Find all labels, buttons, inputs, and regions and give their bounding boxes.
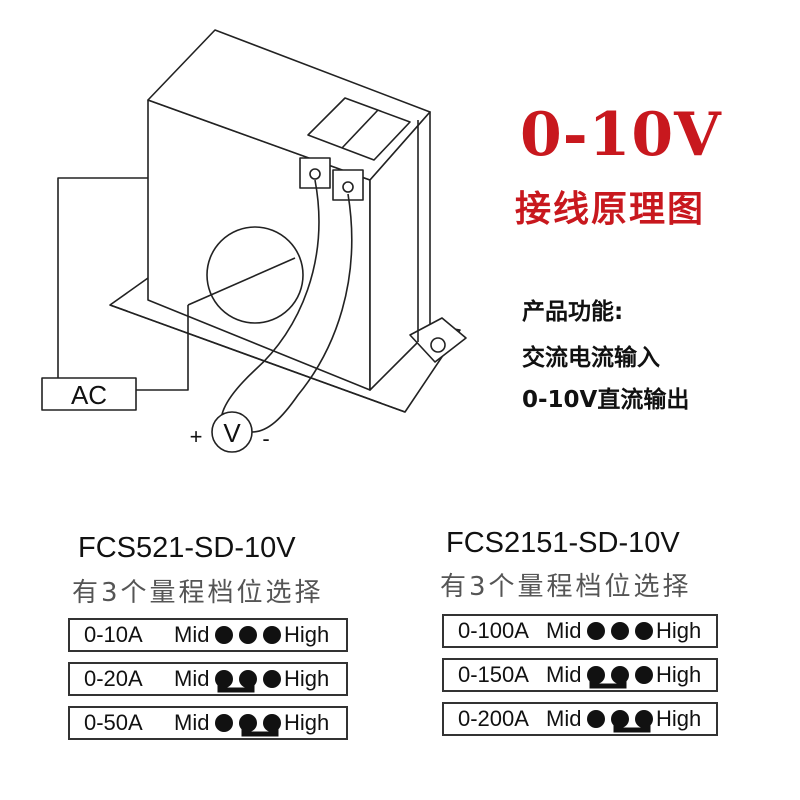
range-row: 0-20A Mid High [68,662,348,696]
jumper-pin [611,622,629,640]
jumper-pin [635,666,653,684]
ac-source-box [41,377,137,411]
jumper-dots [215,626,281,644]
jumper-dots [215,714,281,737]
high-label: High [656,662,702,687]
mounting-flange [409,317,467,363]
mid-label: Mid [546,662,582,687]
minus-sign: - [262,426,269,451]
primary-wire [187,257,296,306]
mid-label: Mid [546,618,582,643]
range-row: 0-50A Mid High [68,706,348,740]
wiring-diagram: AC V + - [41,29,467,453]
model-name: FCS521-SD-10V [78,532,296,564]
model-name: FCS2151-SD-10V [446,527,680,559]
jumper-cap [241,723,279,737]
voltmeter-label: V [223,418,241,448]
range-value: 0-200A [458,706,529,731]
high-label: High [656,706,702,731]
range-switch-window [307,97,411,161]
jumper-dots [587,710,653,733]
jumper-pin [587,622,605,640]
title-range: 0-10V [520,100,722,170]
feature-input: 交流电流输入 [522,345,660,371]
plus-sign: + [190,424,203,449]
output-lead-negative [251,193,353,433]
mid-label: Mid [546,706,582,731]
high-label: High [284,622,330,647]
high-label: High [656,618,702,643]
range-value: 0-10A [84,622,143,647]
range-value: 0-150A [458,662,529,687]
feature-output: 0-10V直流输出 [522,387,690,413]
range-row: 0-100A Mid High [442,614,718,648]
jumper-pin [215,626,233,644]
ac-label: AC [71,380,107,410]
range-row: 0-150A Mid High [442,658,718,692]
high-label: High [284,710,330,735]
voltmeter [211,411,253,453]
mid-label: Mid [174,666,210,691]
jumper-dots [587,622,653,640]
jumper-pin [587,710,605,728]
high-label: High [284,666,330,691]
jumper-pin [215,714,233,732]
range-value: 0-50A [84,710,143,735]
title-caption: 接线原理图 [515,188,706,230]
jumper-pin [263,670,281,688]
jumper-dots [215,670,281,693]
jumper-pin [635,622,653,640]
mid-label: Mid [174,622,210,647]
model-subtitle: 有3个量程档位选择 [440,572,692,602]
range-row: 0-200A Mid High [442,702,718,736]
jumper-pin [239,626,257,644]
jumper-cap [613,719,651,733]
range-row: 0-10A Mid High [68,618,348,652]
jumper-cap [589,675,627,689]
jumper-cap [217,679,255,693]
features-heading: 产品功能: [522,299,624,325]
range-value: 0-100A [458,618,529,643]
jumper-pin [263,626,281,644]
mid-label: Mid [174,710,210,735]
jumper-dots [587,666,653,689]
mounting-hole [430,337,446,353]
model-subtitle: 有3个量程档位选择 [72,578,324,608]
range-value: 0-20A [84,666,143,691]
